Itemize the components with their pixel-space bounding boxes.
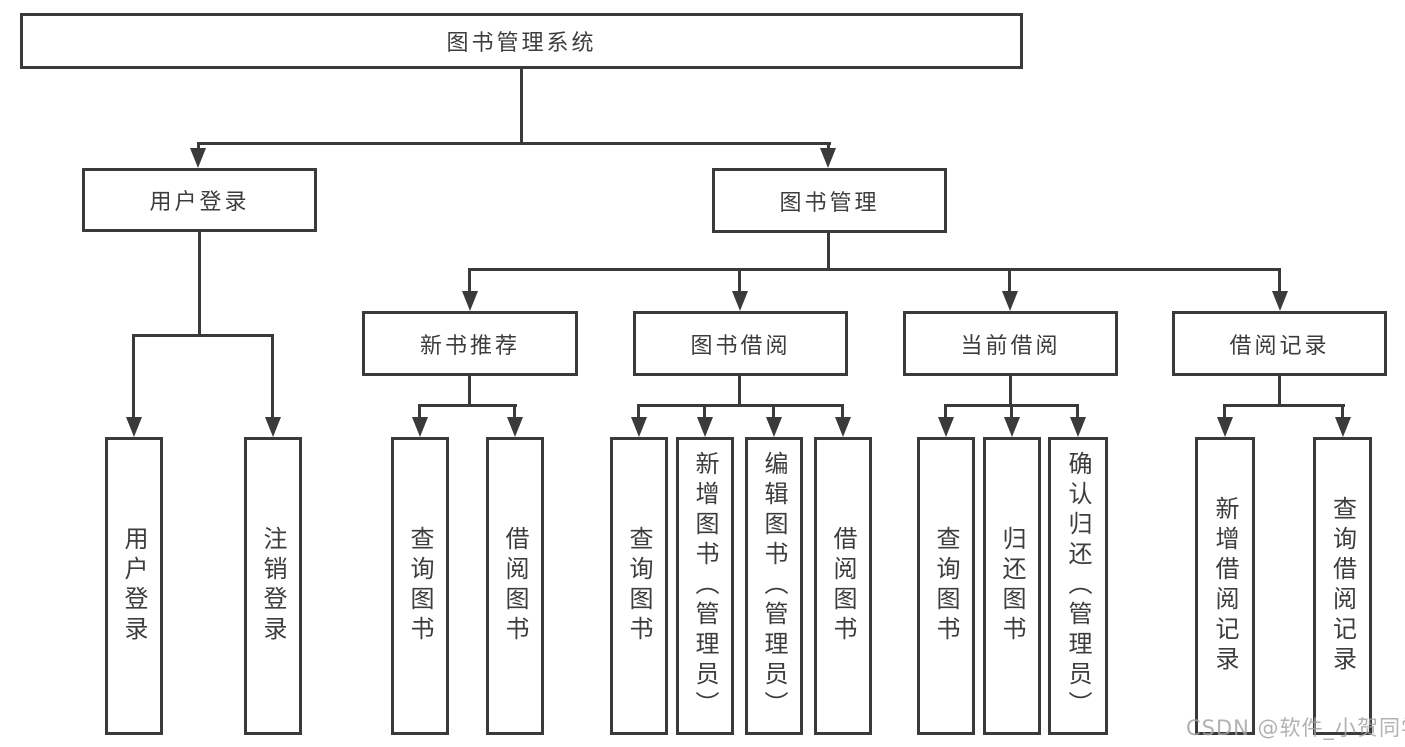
arrow-down-icon [631,417,647,437]
connector-line [738,376,741,406]
connector-line [637,404,844,407]
leaf-query-borrow-record: 查询借阅记录 [1313,437,1372,735]
connector-line [1278,268,1281,294]
connector-line [738,268,741,294]
leaf-query-books-borrow: 查询图书 [610,437,668,735]
connector-line [1076,404,1079,420]
connector-line [841,404,844,420]
arrow-down-icon [1002,291,1018,311]
arrow-down-icon [732,291,748,311]
connector-line [827,233,830,270]
leaf-query-books-recommend: 查询图书 [391,437,449,735]
connector-line [772,404,775,420]
connector-line [703,404,706,420]
connector-line [468,268,471,294]
connector-line [1010,404,1013,420]
connector-line [132,334,274,337]
connector-line [1278,376,1281,406]
connector-line [944,404,947,420]
node-user-login: 用户登录 [82,168,317,232]
node-borrow-records: 借阅记录 [1172,311,1387,376]
leaf-add-book-admin: 新增图书（管理员） [676,437,734,735]
arrow-down-icon [412,417,428,437]
arrow-down-icon [938,417,954,437]
arrow-down-icon [1217,417,1233,437]
connector-line [1223,404,1345,407]
arrow-down-icon [820,148,836,168]
arrow-down-icon [766,417,782,437]
leaf-confirm-return-admin: 确认归还（管理员） [1048,437,1108,735]
connector-line [197,142,831,145]
connector-line [468,268,1281,271]
connector-line [1009,376,1012,406]
connector-line [468,376,471,406]
arrow-down-icon [1004,417,1020,437]
arrow-down-icon [265,417,281,437]
node-new-book-recommend: 新书推荐 [362,311,578,376]
leaf-borrow-books-borrow: 借阅图书 [814,437,872,735]
arrow-down-icon [835,417,851,437]
arrow-down-icon [1272,291,1288,311]
leaf-query-books-current: 查询图书 [917,437,975,735]
connector-line [198,232,201,336]
connector-line [637,404,640,420]
connector-line [132,334,135,419]
node-current-borrow: 当前借阅 [903,311,1118,376]
arrow-down-icon [1070,417,1086,437]
node-book-management: 图书管理 [712,168,947,233]
connector-line [1223,404,1226,420]
arrow-down-icon [190,148,206,168]
connector-line [1341,404,1344,420]
arrow-down-icon [507,417,523,437]
leaf-return-book: 归还图书 [983,437,1041,735]
connector-line [513,404,516,420]
connector-line [418,404,517,407]
arrow-down-icon [1335,417,1351,437]
connector-line [1008,268,1011,294]
leaf-edit-book-admin: 编辑图书（管理员） [745,437,803,735]
node-book-borrow: 图书借阅 [633,311,848,376]
arrow-down-icon [697,417,713,437]
arrow-down-icon [462,291,478,311]
connector-line [271,334,274,419]
leaf-add-borrow-record: 新增借阅记录 [1195,437,1255,735]
connector-line [418,404,421,420]
leaf-logout: 注销登录 [244,437,302,735]
leaf-borrow-books-recommend: 借阅图书 [486,437,544,735]
leaf-user-login: 用户登录 [105,437,163,735]
arrow-down-icon [126,417,142,437]
node-root: 图书管理系统 [20,13,1023,69]
watermark-text: CSDN @软件_小贺同学 [1186,716,1405,740]
connector-line [520,69,523,142]
